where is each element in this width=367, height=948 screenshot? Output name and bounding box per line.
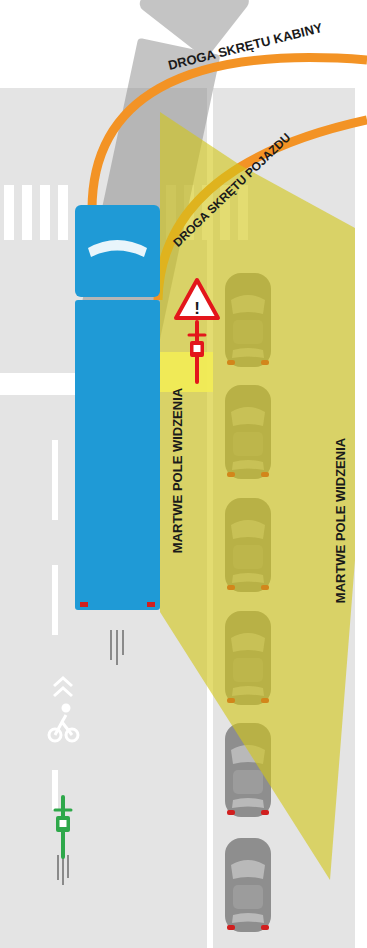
- warning-triangle: [176, 280, 218, 318]
- zone-label: MARTWE POLE WIDZENIA: [334, 437, 347, 602]
- cyclist-safe: [55, 797, 71, 857]
- bike-lane-symbol: [49, 678, 78, 741]
- motion-lines: [58, 630, 123, 885]
- warning-mark: !: [194, 300, 200, 317]
- cyclist-danger-zone: [160, 352, 213, 392]
- cyclist-in-danger: [189, 322, 205, 382]
- zone-label: MARTWE POLE WIDZENIA: [171, 387, 184, 552]
- truck: [75, 205, 160, 610]
- lane-marking: [52, 440, 58, 810]
- stop-line: [0, 373, 78, 395]
- blind-spot-area: [160, 112, 355, 880]
